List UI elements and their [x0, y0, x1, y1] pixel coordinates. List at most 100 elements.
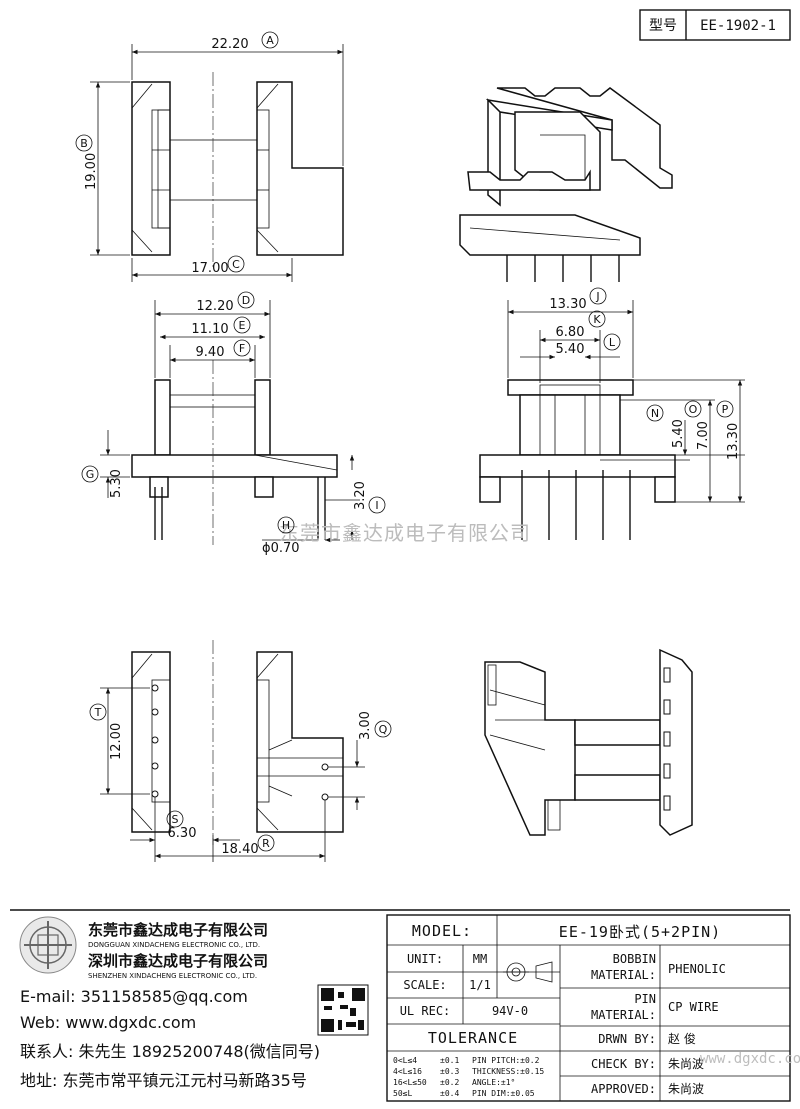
dim-d: 12.20: [196, 299, 233, 314]
label-g: G: [81, 465, 99, 483]
label-j: J: [589, 287, 607, 305]
scale-label: SCALE:: [403, 978, 446, 992]
svg-text:THICKNESS:±0.15: THICKNESS:±0.15: [472, 1067, 544, 1076]
dim-q: 3.00: [358, 711, 373, 740]
svg-text:T: T: [94, 706, 102, 719]
scale-value: 1/1: [469, 978, 491, 992]
svg-text:0<L≤4: 0<L≤4: [393, 1056, 417, 1065]
company-name-sz: 深圳市鑫达成电子有限公司: [88, 952, 268, 970]
label-k: K: [588, 310, 606, 328]
dim-e: 11.10: [191, 322, 228, 337]
model-label: MODEL:: [412, 922, 472, 940]
svg-text:PIN PITCH:±0.2: PIN PITCH:±0.2: [472, 1056, 540, 1065]
label-p: P: [716, 400, 734, 418]
dim-a: 22.20: [211, 37, 248, 52]
dim-t: 12.00: [109, 723, 124, 760]
svg-text:C: C: [232, 258, 240, 271]
svg-text:S: S: [172, 813, 179, 826]
label-d: D: [237, 291, 255, 309]
tolerance-label: TOLERANCE: [428, 1029, 518, 1047]
ulrec-label: UL REC:: [400, 1004, 451, 1018]
svg-text:H: H: [282, 519, 290, 532]
tolerance-table: 0<L≤4 ±0.1 PIN PITCH:±0.2 4<L≤16 ±0.3 TH…: [393, 1056, 544, 1098]
company-name-dg-en: DONGGUAN XINDACHENG ELECTRONIC CO., LTD.: [88, 941, 260, 949]
svg-text:P: P: [722, 403, 729, 416]
type-label: 型号: [649, 18, 677, 34]
dim-n: 5.40: [671, 419, 686, 448]
bottom-view: 12.00 3.00 6.30 18.40: [100, 640, 373, 862]
email: E-mail: 351158585@qq.com: [20, 987, 248, 1006]
ulrec-value: 94V-0: [492, 1004, 528, 1018]
dim-k: 6.80: [556, 325, 585, 340]
label-c: C: [227, 255, 245, 273]
dim-i: 3.20: [353, 481, 368, 510]
website: Web: www.dgxdc.com: [20, 1013, 196, 1032]
dim-b: 19.00: [84, 153, 99, 190]
bobbin-value: PHENOLIC: [668, 962, 726, 976]
svg-text:D: D: [242, 294, 250, 307]
address: 地址: 东莞市常平镇元江元村马新路35号: [20, 1071, 307, 1090]
label-o: O: [684, 400, 702, 418]
label-l: L: [603, 333, 621, 351]
svg-text:±0.3: ±0.3: [440, 1067, 459, 1076]
dim-r: 18.40: [221, 842, 258, 857]
label-e: E: [233, 316, 251, 334]
svg-text:±0.1: ±0.1: [440, 1056, 459, 1065]
projection-symbol-icon: [503, 961, 553, 983]
company-block: 东莞市鑫达成电子有限公司 DONGGUAN XINDACHENG ELECTRO…: [19, 916, 369, 1090]
check-label: CHECK BY:: [591, 1057, 656, 1071]
pin-label-1: PIN: [634, 992, 656, 1006]
model-value: EE-19卧式(5+2PIN): [559, 923, 721, 941]
dim-h: ϕ0.70: [262, 541, 300, 556]
unit-value: MM: [473, 952, 487, 966]
qr-code-icon: [317, 984, 369, 1036]
svg-text:4<L≤16: 4<L≤16: [393, 1067, 422, 1076]
pin-value: CP WIRE: [668, 1000, 719, 1014]
footer-watermark: www.dgxdc.com: [700, 1051, 800, 1067]
approved-label: APPROVED:: [591, 1082, 656, 1096]
label-f: F: [233, 339, 251, 357]
svg-text:16<L≤50: 16<L≤50: [393, 1078, 427, 1087]
label-a: A: [261, 31, 279, 49]
drawn-label: DRWN BY:: [598, 1032, 656, 1046]
dim-o: 7.00: [696, 421, 711, 450]
dim-p: 13.30: [726, 423, 741, 460]
company-name-sz-en: SHENZHEN XINDACHENG ELECTRONIC CO., LTD.: [88, 972, 257, 980]
svg-text:R: R: [262, 837, 270, 850]
isometric-view: [459, 87, 673, 282]
company-name-dg: 东莞市鑫达成电子有限公司: [88, 921, 268, 939]
svg-text:O: O: [689, 403, 698, 416]
label-n: N: [646, 404, 664, 422]
svg-text:±0.2: ±0.2: [440, 1078, 459, 1087]
bottom-isometric-view: [484, 648, 693, 836]
approved-value: 朱尚波: [668, 1082, 704, 1096]
dim-j: 13.30: [549, 297, 586, 312]
pin-label-2: MATERIAL:: [591, 1008, 656, 1022]
label-i: I: [368, 496, 386, 514]
model-header: 型号 EE-1902-1: [639, 9, 791, 41]
svg-text:±0.4: ±0.4: [440, 1089, 459, 1098]
svg-text:N: N: [651, 407, 659, 420]
svg-text:L: L: [609, 336, 616, 349]
label-s: S: [166, 810, 184, 828]
bobbin-label-1: BOBBIN: [613, 952, 656, 966]
label-h: H: [277, 516, 295, 534]
title-block: MODEL: EE-19卧式(5+2PIN) UNIT: MM SCALE: 1…: [386, 914, 800, 1102]
svg-text:ANGLE:±1°: ANGLE:±1°: [472, 1078, 515, 1087]
svg-text:J: J: [595, 290, 599, 303]
type-value: EE-1902-1: [700, 18, 776, 34]
label-r: R: [257, 834, 275, 852]
dim-s: 6.30: [168, 826, 197, 841]
side-view: 13.30 6.80 5.40 5.40 7.00 13.30: [479, 297, 745, 540]
svg-text:I: I: [375, 499, 378, 512]
dimension-labels: A B C D E F G H I J K L N O P Q R S T: [75, 31, 734, 852]
svg-text:PIN DIM:±0.05: PIN DIM:±0.05: [472, 1089, 535, 1098]
dim-c: 17.00: [191, 261, 228, 276]
front-view: 12.20 11.10 9.40 5.30 3.20 ϕ0.70: [100, 299, 368, 556]
top-view: 22.20 19.00 17.00: [84, 37, 344, 282]
svg-text:K: K: [593, 313, 601, 326]
svg-text:G: G: [86, 468, 95, 481]
svg-text:50≤L: 50≤L: [393, 1089, 412, 1098]
label-t: T: [89, 703, 107, 721]
